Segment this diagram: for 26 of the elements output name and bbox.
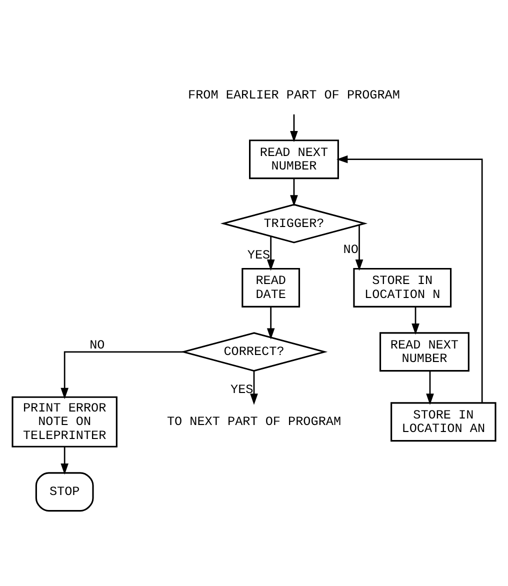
arrow — [355, 224, 364, 270]
node-text: FROM EARLIER PART OF PROGRAM — [188, 86, 400, 102]
arrow — [290, 114, 298, 142]
arrow — [336, 154, 483, 402]
arrow — [266, 236, 275, 270]
node-box: PRINT ERROR NOTE ON TELEPRINTER — [12, 396, 118, 447]
arrow — [60, 446, 68, 474]
edge-label: NO — [90, 336, 105, 352]
arrow — [60, 350, 184, 399]
node-diamond: TRIGGER? — [220, 203, 368, 243]
node-box: STORE IN LOCATION N — [353, 267, 452, 307]
edge-label: NO — [343, 241, 358, 256]
node-text: TO NEXT PART OF PROGRAM — [166, 414, 342, 429]
node-box: READ DATE — [242, 267, 300, 307]
node-box: STORE IN LOCATION AN — [390, 402, 496, 442]
node-box: READ NEXT NUMBER — [249, 139, 339, 179]
arrow — [250, 370, 258, 404]
arrow — [266, 306, 275, 339]
arrow — [290, 178, 298, 206]
node-box: STOP — [35, 472, 94, 512]
node-diamond: CORRECT? — [180, 332, 328, 372]
arrow — [426, 370, 434, 404]
edge-label: YES — [230, 381, 254, 396]
edge-label: YES — [247, 246, 270, 262]
node-box: READ NEXT NUMBER — [379, 332, 470, 372]
arrow — [412, 306, 420, 334]
